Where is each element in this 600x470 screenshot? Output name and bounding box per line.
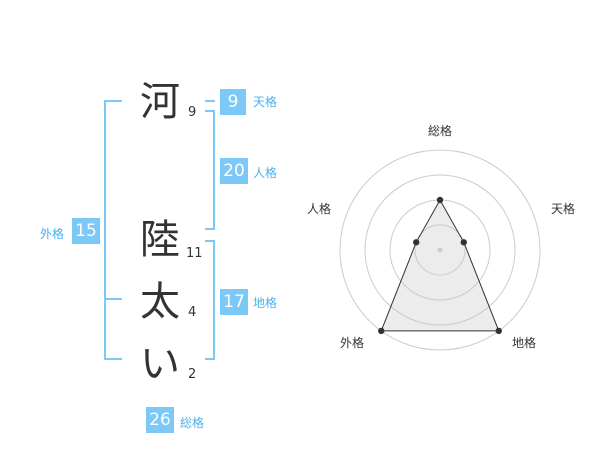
radar-point-1 — [436, 196, 444, 204]
chikaku-label: 地格 — [253, 296, 278, 310]
gaikaku-bracket-tick — [104, 298, 122, 300]
gaikaku-label: 外格 — [40, 227, 65, 241]
radar-ring — [414, 224, 466, 276]
jinkaku-label: 人格 — [253, 166, 278, 180]
radar-axis-label-gaikaku: 外格 — [340, 335, 364, 350]
tenkaku-label: 天格 — [253, 95, 278, 109]
chikaku-bracket — [205, 240, 215, 360]
radar-polygon — [380, 198, 500, 332]
soukaku-value: 26 — [146, 407, 174, 433]
gaikaku-bracket — [104, 100, 122, 360]
radar-point-4 — [378, 327, 385, 335]
name-char-2: 陸 — [140, 217, 180, 263]
radar-axis-label-soukaku: 総格 — [428, 123, 452, 138]
stroke-count-3: 4 — [188, 305, 197, 320]
radar-axis-label-tenkaku: 天格 — [551, 201, 575, 216]
name-char-1: 河 — [140, 79, 180, 125]
jinkaku-bracket — [205, 110, 215, 230]
radar-center — [437, 247, 443, 253]
radar-axis-label-chikaku: 地格 — [512, 335, 536, 350]
radar-point-5 — [413, 239, 420, 246]
stroke-count-1: 9 — [188, 105, 197, 120]
stroke-count-4: 2 — [188, 367, 197, 382]
radar-ring — [364, 174, 516, 326]
radar-ring — [339, 149, 541, 351]
gaikaku-value: 15 — [72, 218, 100, 244]
soukaku-label: 総格 — [180, 416, 205, 430]
tenkaku-bracket — [205, 100, 215, 102]
radar-point-2 — [460, 239, 467, 246]
jinkaku-value: 20 — [220, 158, 248, 184]
radar-axis-label-jinkaku: 人格 — [307, 201, 331, 216]
tenkaku-value: 9 — [220, 89, 246, 115]
chikaku-value: 17 — [220, 289, 248, 315]
radar-point-3 — [495, 327, 502, 335]
stroke-count-2: 11 — [186, 246, 203, 261]
name-char-4: い — [140, 341, 180, 387]
name-char-3: 太 — [140, 279, 180, 325]
